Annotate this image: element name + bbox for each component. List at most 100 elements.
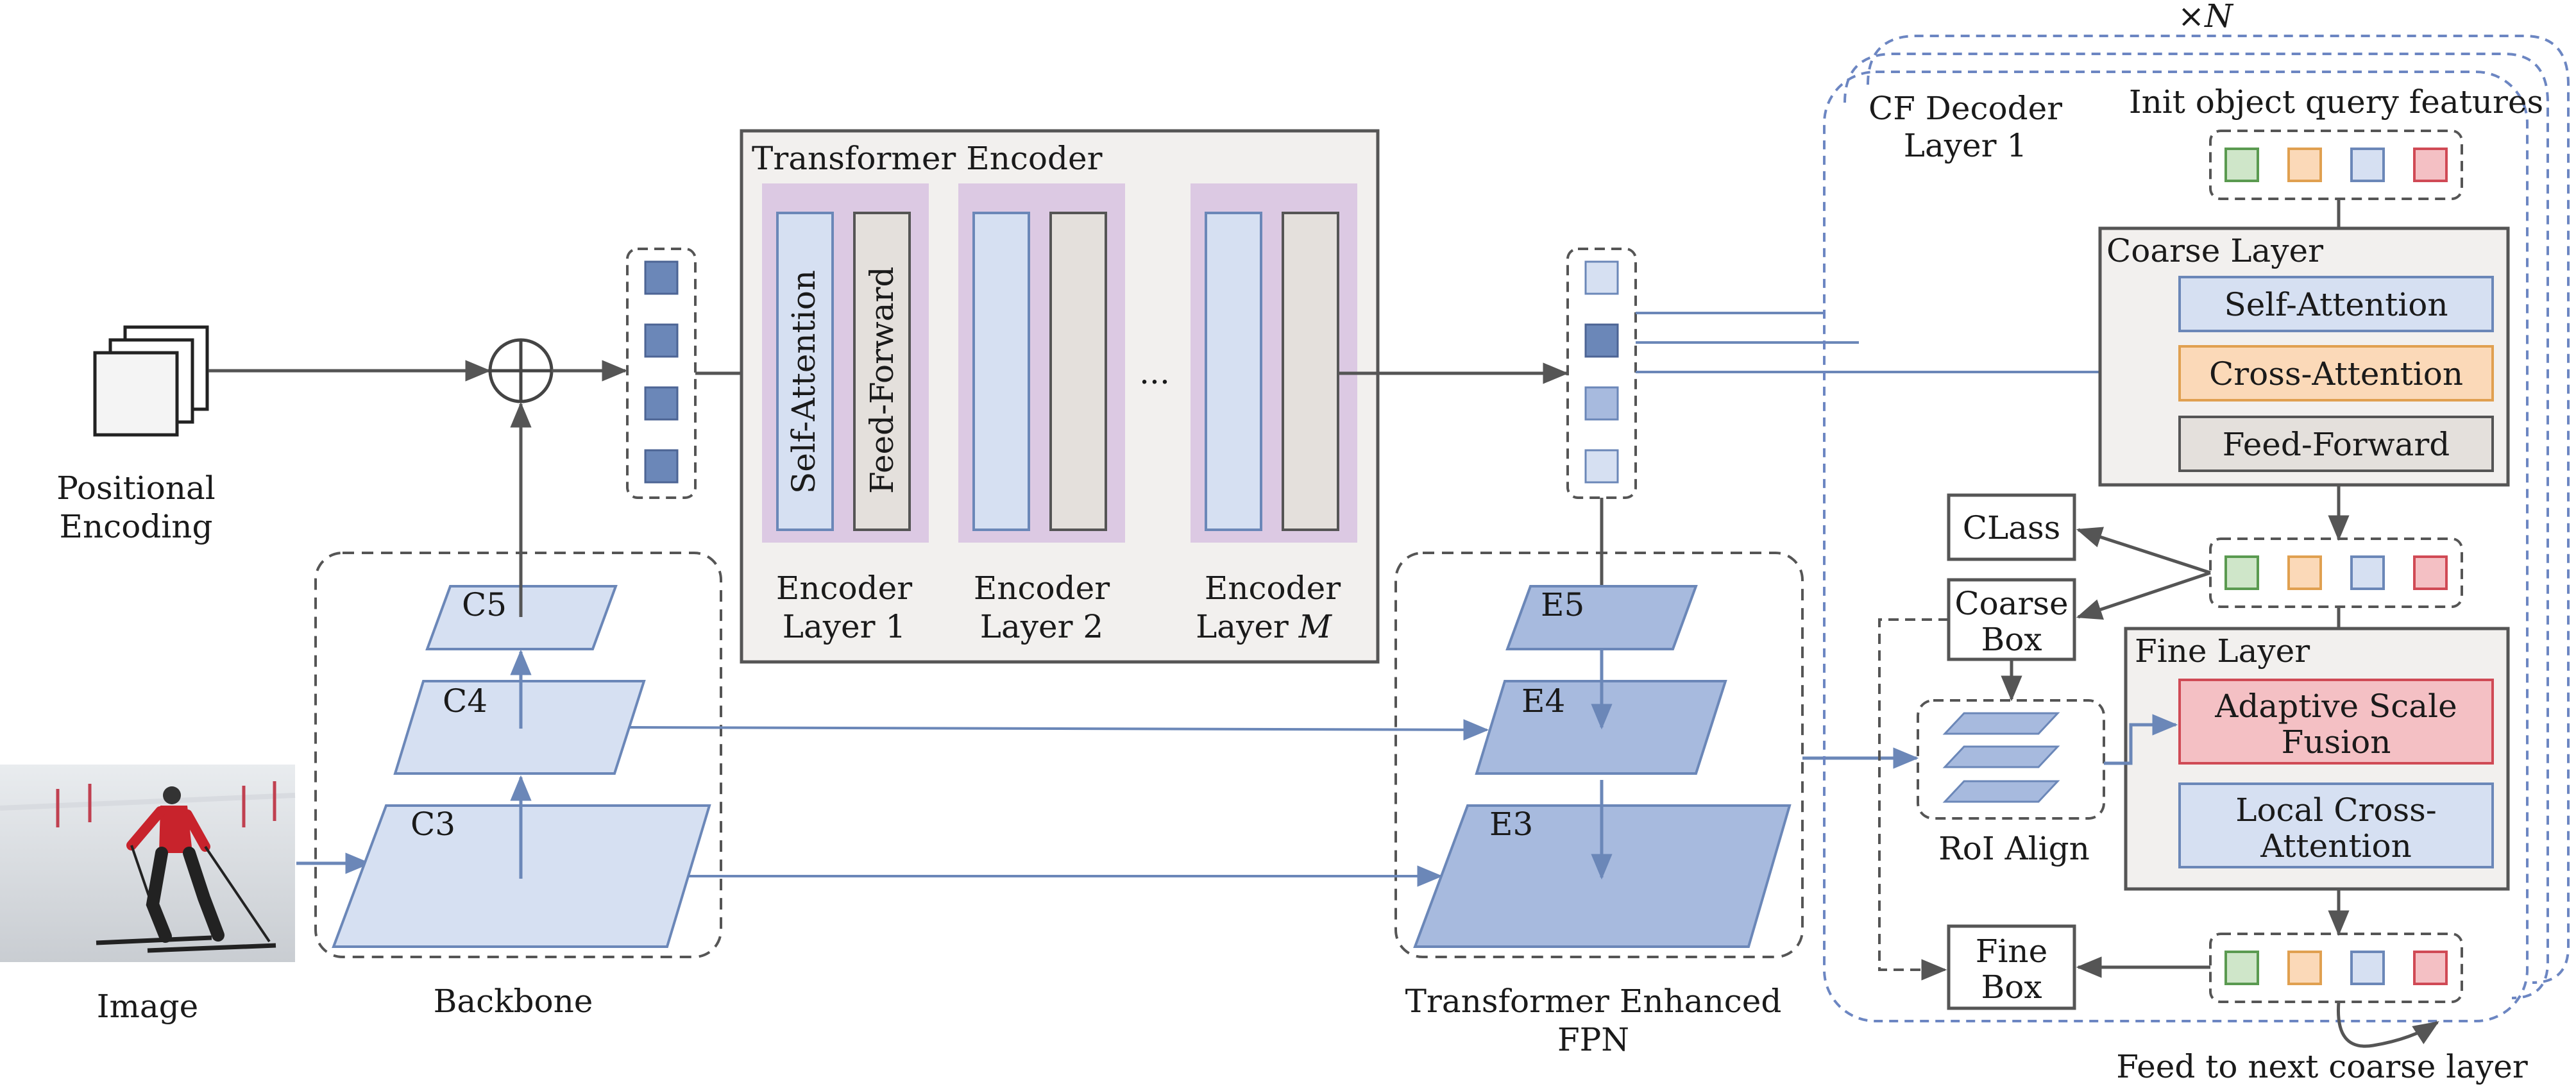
coarse-query-group [2209, 537, 2463, 608]
token [644, 386, 679, 421]
e5-feature-map [1505, 585, 1698, 650]
encoder-layer-m-self-attention [1205, 212, 1262, 531]
roi-align-group [1917, 699, 2105, 820]
feed-forward-vertical-label: Feed-Forward [863, 266, 901, 494]
feed-next-label: Feed to next coarse layer [2116, 1048, 2528, 1085]
arrow-queries-to-class [2076, 527, 2211, 575]
cf-decoder-label-2: Layer 1 [1904, 127, 2027, 164]
coarse-cross-attention-label: Cross-Attention [2209, 355, 2463, 393]
class-label: CLass [1963, 509, 2061, 546]
arrow-queries-to-coarse-box [2076, 571, 2211, 620]
roi-feature-3 [1942, 780, 2060, 803]
roi-feature-2 [1942, 745, 2060, 768]
c4-label: C4 [443, 682, 487, 720]
encoder-layer-2-label-2: Layer 2 [980, 608, 1103, 645]
coarse-feed-forward-label: Feed-Forward [2223, 426, 2450, 463]
coarse-box [1947, 578, 2076, 661]
adaptive-scale-fusion-label-2: Fusion [2282, 723, 2391, 761]
encoded-token [1584, 386, 1619, 421]
self-attention-vertical-label: Self-Attention [785, 270, 822, 494]
local-cross-attention-block [2178, 782, 2494, 868]
fine-box-label-1: Fine [1976, 933, 2047, 970]
query-token-green [2224, 555, 2259, 590]
query-token-orange [2287, 148, 2322, 182]
arrow-coarse-box-to-fine-box [1878, 618, 1949, 981]
c5-label: C5 [462, 586, 507, 623]
te-fpn-label-2: FPN [1557, 1021, 1629, 1058]
positional-encoding-stack-icon [93, 325, 209, 437]
encoder-layer-2-self-attention [972, 212, 1030, 531]
e5-label: E5 [1541, 586, 1584, 623]
flattened-tokens-group [626, 248, 697, 499]
encoder-layer-1-feed-forward [853, 212, 911, 531]
cf-decoder-layer-outline [1823, 71, 2529, 1022]
query-token-red [2413, 148, 2448, 182]
te-fpn-group [1394, 552, 1804, 958]
decoder-stack-outline-3 [1867, 35, 2570, 984]
arrow-roi-to-fusion [2104, 714, 2178, 765]
query-token-green [2224, 148, 2259, 182]
encoder-layer-m-word: Layer [1196, 608, 1299, 645]
fine-box-label-2: Box [1981, 968, 2042, 1006]
arrow-feed-next-layer [2336, 1001, 2439, 1048]
e3-label: E3 [1489, 806, 1533, 843]
roi-feature-1 [1942, 712, 2060, 735]
decoder-stack-outline-2 [1843, 53, 2549, 999]
token [644, 449, 679, 484]
encoded-token [1584, 260, 1619, 295]
coarse-self-attention-block [2178, 276, 2494, 332]
coarse-box-label-1: Coarse [1954, 585, 2068, 622]
fine-query-group [2209, 933, 2463, 1003]
backbone-label: Backbone [434, 983, 593, 1020]
coarse-self-attention-label: Self-Attention [2224, 286, 2448, 323]
transformer-encoder-title: Transformer Encoder [752, 140, 1103, 177]
token [644, 260, 679, 295]
local-cross-attention-label-2: Attention [2260, 827, 2412, 865]
query-token-green [2224, 951, 2259, 985]
e4-label: E4 [1521, 682, 1565, 720]
times-n-label: ×N [2178, 0, 2234, 35]
encoder-layer-m-label-1: Encoder [1205, 570, 1341, 607]
init-query-group [2209, 130, 2463, 200]
encoded-token [1584, 449, 1619, 484]
coarse-feed-forward-block [2178, 416, 2494, 472]
query-token-red [2413, 555, 2448, 590]
te-fpn-label-1: Transformer Enhanced [1405, 983, 1782, 1020]
cf-decoder-label-1: CF Decoder [1868, 90, 2062, 127]
coarse-box-label-2: Box [1981, 621, 2042, 658]
encoder-layer-2-label-1: Encoder [974, 570, 1110, 607]
encoded-token [1584, 323, 1619, 358]
encoded-tokens-group [1566, 248, 1637, 499]
encoder-layer-m-variable: M [1298, 608, 1333, 645]
positional-encoding-label-1: Positional [56, 469, 216, 507]
coarse-cross-attention-block [2178, 345, 2494, 402]
local-cross-attention-label-1: Local Cross- [2235, 791, 2436, 829]
query-token-blue [2350, 148, 2385, 182]
query-token-blue [2350, 555, 2385, 590]
encoder-layer-m-feed-forward [1282, 212, 1339, 531]
c3-label: C3 [411, 806, 455, 843]
encoder-layer-m-label-2: Layer M [1196, 608, 1333, 645]
plus-circle-icon [488, 338, 554, 403]
query-token-red [2413, 951, 2448, 985]
query-token-orange [2287, 555, 2322, 590]
coarse-layer-title: Coarse Layer [2106, 232, 2323, 269]
init-query-label: Init object query features [2129, 83, 2543, 121]
query-token-blue [2350, 951, 2385, 985]
adaptive-scale-fusion-label-1: Adaptive Scale [2214, 688, 2457, 725]
arrow-c4-to-e4 [629, 719, 1489, 741]
class-box [1947, 493, 2076, 561]
token [644, 323, 679, 358]
encoder-ellipsis: ... [1139, 354, 1170, 391]
positional-encoding-label-2: Encoding [59, 508, 212, 545]
roi-align-label: RoI Align [1938, 830, 2090, 867]
encoder-layer-1-self-attention [776, 212, 834, 531]
image-label: Image [97, 988, 199, 1025]
c5-feature-map [425, 585, 618, 650]
adaptive-scale-fusion-block [2178, 679, 2494, 765]
skier-photo-icon [0, 765, 296, 962]
fine-layer-title: Fine Layer [2135, 632, 2310, 670]
query-token-orange [2287, 951, 2322, 985]
fine-box [1947, 924, 2076, 1010]
